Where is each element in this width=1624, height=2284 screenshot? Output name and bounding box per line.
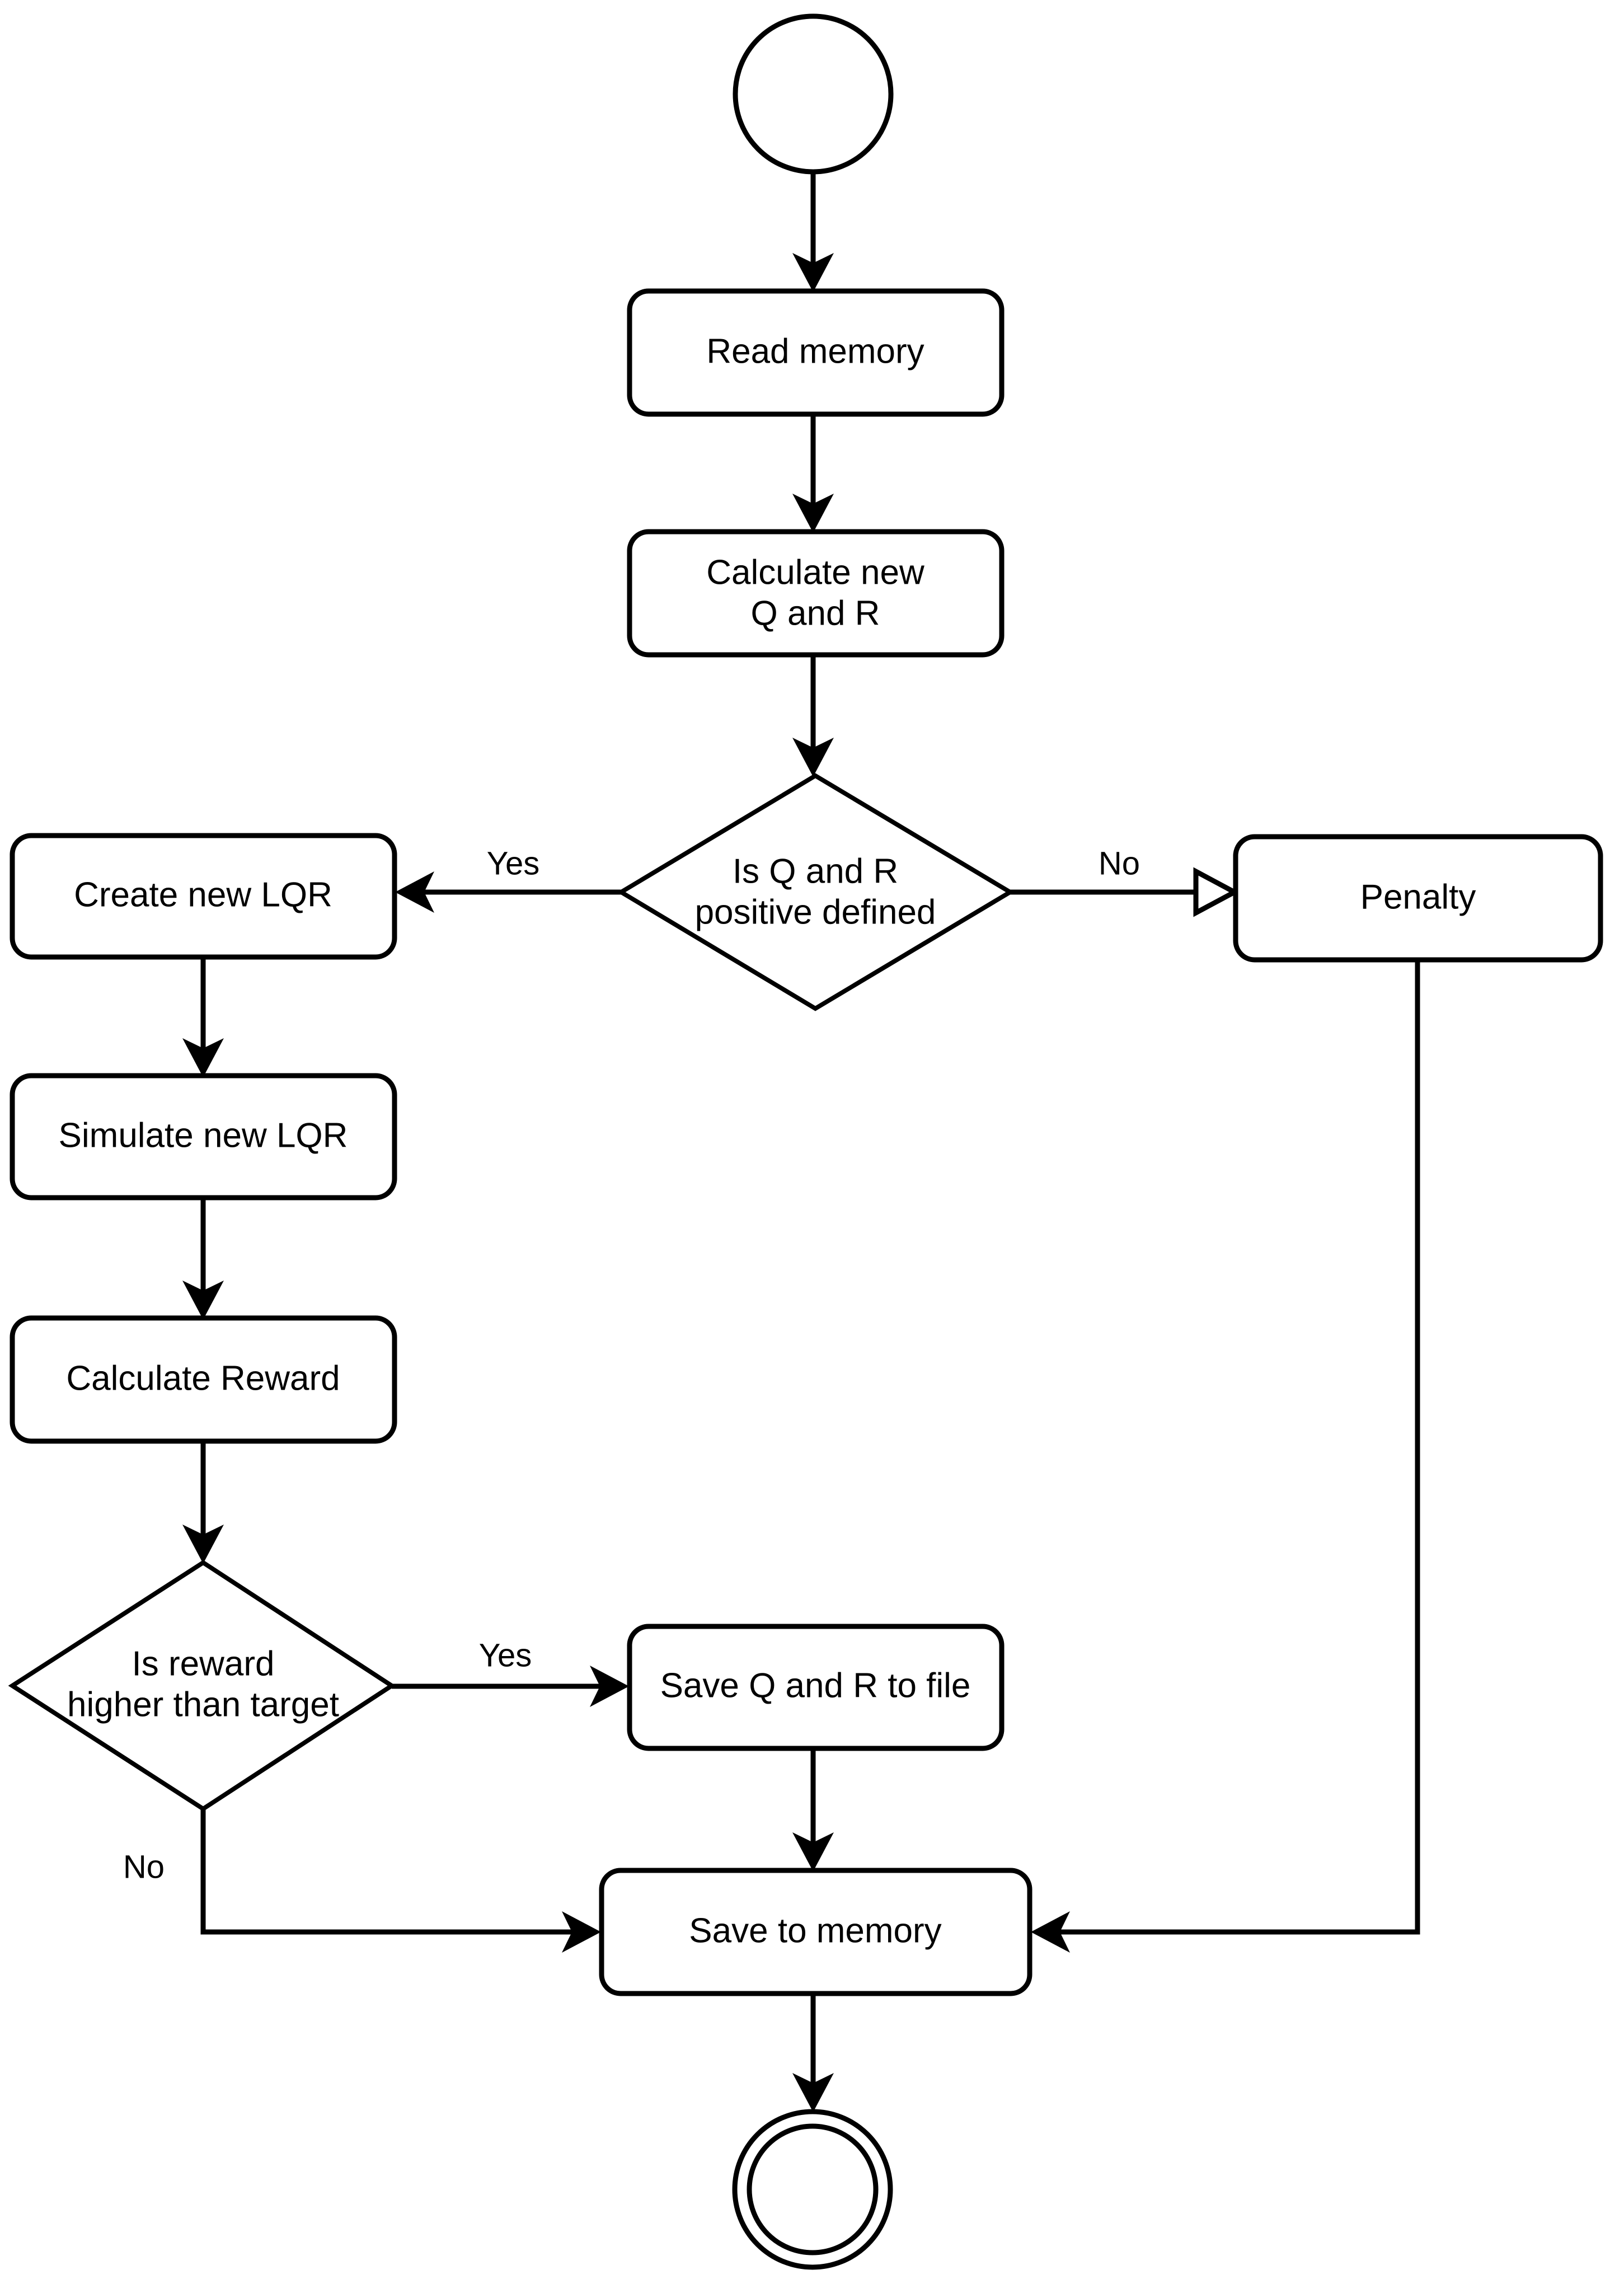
edge-label-qr-no: No bbox=[1099, 845, 1140, 881]
end-node[interactable] bbox=[732, 2109, 893, 2270]
edge-label-qr-yes: Yes bbox=[487, 845, 540, 881]
edge-read-memory-to-calculate-qr bbox=[792, 414, 834, 533]
node-calculate-qr-label-line1: Calculate new bbox=[706, 553, 924, 592]
node-decision-qr-label-line1: Is Q and R bbox=[733, 852, 898, 890]
node-save-memory[interactable]: Save to memory bbox=[599, 1868, 1032, 1996]
edge-penalty-to-save-memory bbox=[1031, 960, 1420, 1953]
node-simulate-lqr[interactable]: Simulate new LQR bbox=[10, 1073, 397, 1200]
edge-label-reward-no: No bbox=[123, 1849, 165, 1885]
edge-decision-qr-to-create-lqr bbox=[395, 871, 621, 913]
edge-calculate-qr-to-decision-qr bbox=[792, 655, 834, 777]
node-read-memory[interactable]: Read memory bbox=[627, 288, 1005, 417]
edge-decision-qr-to-penalty bbox=[1010, 867, 1240, 917]
node-create-lqr-label: Create new LQR bbox=[74, 875, 332, 914]
node-calculate-reward[interactable]: Calculate Reward bbox=[10, 1315, 397, 1444]
edge-label-reward-yes: Yes bbox=[479, 1637, 532, 1673]
edge-calculate-reward-to-decision-reward bbox=[182, 1441, 224, 1564]
node-decision-reward[interactable]: Is reward higher than target bbox=[8, 1560, 396, 1812]
node-penalty[interactable]: Penalty bbox=[1233, 834, 1603, 963]
node-decision-qr-label-line2: positive defined bbox=[695, 893, 936, 931]
edge-simulate-lqr-to-calculate-reward bbox=[182, 1198, 224, 1320]
edge-decision-reward-to-save-memory bbox=[200, 1808, 601, 1953]
node-penalty-label: Penalty bbox=[1360, 878, 1476, 916]
node-decision-reward-label-line1: Is reward bbox=[132, 1644, 275, 1683]
node-read-memory-label: Read memory bbox=[706, 332, 924, 370]
node-calculate-qr-label-line2: Q and R bbox=[751, 594, 880, 632]
edge-save-file-to-save-memory bbox=[792, 1747, 834, 1872]
edge-save-memory-to-end bbox=[792, 1992, 834, 2112]
edge-start-to-read-memory bbox=[792, 172, 834, 292]
node-decision-qr[interactable]: Is Q and R positive defined bbox=[617, 773, 1015, 1011]
node-decision-reward-label-line2: higher than target bbox=[67, 1685, 339, 1724]
start-node[interactable] bbox=[733, 13, 894, 175]
node-calculate-reward-label: Calculate Reward bbox=[66, 1359, 340, 1397]
node-simulate-lqr-label: Simulate new LQR bbox=[59, 1116, 348, 1155]
node-save-memory-label: Save to memory bbox=[689, 1911, 941, 1950]
edge-decision-reward-to-save-file bbox=[392, 1666, 629, 1707]
node-save-file[interactable]: Save Q and R to file bbox=[627, 1624, 1005, 1751]
edge-create-lqr-to-simulate-lqr bbox=[182, 957, 224, 1077]
node-save-file-label: Save Q and R to file bbox=[660, 1666, 971, 1705]
node-create-lqr[interactable]: Create new LQR bbox=[10, 833, 397, 960]
node-calculate-qr[interactable]: Calculate new Q and R bbox=[627, 529, 1005, 658]
